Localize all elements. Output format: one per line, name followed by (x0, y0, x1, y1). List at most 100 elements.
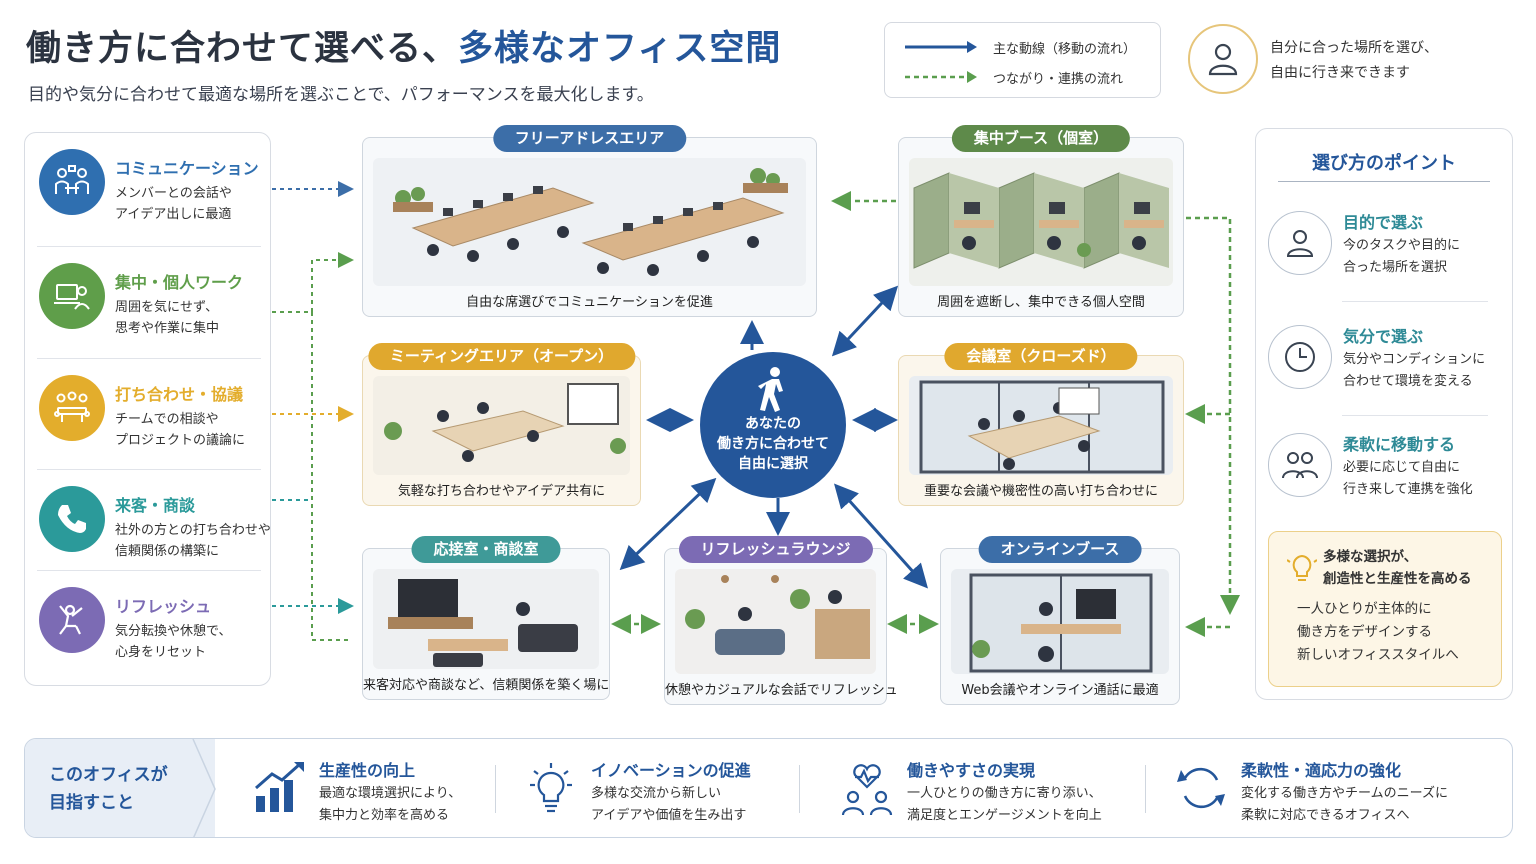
zone-meeting-open[interactable]: ミーティングエリア（オープン） 気軽な打ち合わせやアイデア共有に (362, 343, 641, 506)
divider (37, 358, 261, 359)
divider (37, 570, 261, 571)
activity-name: コミュニケーション (115, 159, 259, 178)
point-name: 気分で選ぶ (1343, 327, 1424, 346)
free-movement-line1: 自分に合った場所を選び、 (1270, 40, 1438, 56)
activity-desc2: プロジェクトの議論に (115, 433, 246, 448)
legend-main-flow: 主な動線（移動の流れ） (903, 36, 1136, 58)
zone-caption: 重要な会議や機密性の高い打ち合わせに (923, 484, 1158, 499)
title-plain: 働き方に合わせて選べる、 (26, 29, 459, 69)
zone-title: ミーティングエリア（オープン） (367, 343, 636, 370)
legend-connection-flow: つながり・連携の流れ (903, 66, 1123, 88)
activity-client-meeting[interactable]: 来客・商談 社外の方との打ち合わせや信頼関係の構築に (37, 474, 271, 582)
goal-flexibility: 柔軟性・適応力の強化 変化する働き方やチームのニーズに柔軟に対応できるオフィスへ (1171, 739, 1501, 837)
page-title: 働き方に合わせて選べる、多様なオフィス空間 (26, 20, 781, 71)
activity-desc1: 気分転換や休憩で、 (115, 624, 232, 639)
point-desc2: 行き来して連携を強化 (1343, 482, 1473, 497)
phone-icon (39, 486, 105, 552)
activity-communication[interactable]: コミュニケーション メンバーとの会話やアイデア出しに最適 (37, 137, 261, 245)
divider (37, 246, 261, 247)
zone-caption: 休憩やカジュアルな会話でリフレッシュ (665, 683, 898, 698)
refresh-icon (1171, 757, 1231, 819)
zone-reception[interactable]: 応接室・商談室 来客対応や商談など、信頼関係を築く場に (362, 536, 610, 700)
point-desc1: 今のタスクや目的に (1343, 238, 1461, 253)
note-head2: 創造性と生産性を高める (1323, 571, 1472, 587)
page-subtitle: 目的や気分に合わせて最適な場所を選ぶことで、パフォーマンスを最大化します。 (28, 85, 654, 105)
goal-desc2: 満足度とエンゲージメントを向上 (907, 808, 1102, 823)
walking-person-icon (758, 367, 783, 412)
divider (1278, 181, 1490, 182)
free-movement-line2: 自由に行き来できます (1270, 65, 1410, 81)
goal-name: 働きやすさの実現 (907, 761, 1036, 780)
solid-arrow-icon (905, 41, 977, 53)
points-title: 選び方のポイント (1312, 153, 1456, 174)
person-icon (1188, 24, 1258, 94)
zone-meeting-closed[interactable]: 会議室（クローズド） 重要な会議や機密性の高い打ち合わせに (898, 343, 1184, 506)
goal-desc2: アイデアや価値を生み出す (591, 808, 747, 823)
title-accent: 多様なオフィス空間 (458, 29, 782, 69)
activity-meeting[interactable]: 打ち合わせ・協議 チームでの相談やプロジェクトの議論に (37, 363, 261, 471)
clock-icon (1268, 325, 1332, 389)
divider (495, 765, 496, 813)
goal-desc1: 一人ひとりの働き方に寄り添い、 (907, 786, 1102, 801)
hub-line2: 働き方に合わせて (717, 436, 829, 452)
group-icon (1268, 433, 1332, 497)
divider (37, 469, 261, 470)
activity-focus-work[interactable]: 集中・個人ワーク 周囲を気にせず、思考や作業に集中 (37, 251, 261, 359)
goal-desc2: 集中力と効率を高める (319, 808, 450, 823)
activity-desc2: 信頼関係の構築に (115, 544, 220, 559)
meeting-closed-illustration (909, 376, 1173, 475)
goals-lead: このオフィスが目指すこと (25, 739, 216, 837)
point-desc1: 必要に応じて自由に (1343, 460, 1461, 475)
activity-desc1: 周囲を気にせず、 (115, 300, 219, 315)
zone-title: 会議室（クローズド） (944, 343, 1138, 370)
activity-refresh[interactable]: リフレッシュ 気分転換や休憩で、心身をリセット (37, 575, 261, 683)
note-body1: 一人ひとりが主体的に (1297, 601, 1432, 617)
meeting-open-illustration (373, 376, 630, 475)
activity-desc2: アイデア出しに最適 (115, 207, 232, 222)
zone-title: 集中ブース（個室） (951, 125, 1131, 152)
connector-focus-down (311, 312, 350, 641)
goal-name: 柔軟性・適応力の強化 (1241, 761, 1402, 780)
free-movement-note: 自分に合った場所を選び、自由に行き来できます (1188, 22, 1508, 98)
goal-productivity: 生産性の向上 最適な環境選択により、集中力と効率を高める (249, 739, 509, 837)
zone-focus-booth[interactable]: 集中ブース（個室） 周囲を遮断し、集中できる個人空間 (898, 125, 1184, 317)
legend-connection-flow-label: つながり・連携の流れ (993, 71, 1124, 87)
zone-title: フリーアドレスエリア (492, 125, 687, 152)
point-name: 柔軟に移動する (1343, 435, 1456, 454)
goals-lead-line1: このオフィスが (49, 765, 168, 785)
diverse-choice-note: 多様な選択が、創造性と生産性を高める 一人ひとりが主体的に働き方をデザインする新… (1268, 531, 1502, 687)
note-body3: 新しいオフィススタイルへ (1297, 647, 1459, 663)
zone-caption: 自由な席選びでコミュニケーションを促進 (466, 295, 713, 310)
heart-people-icon (837, 757, 897, 819)
lightbulb-icon (1287, 554, 1317, 581)
zone-title: 応接室・商談室 (411, 536, 561, 563)
activity-desc1: 社外の方との打ち合わせや (115, 523, 271, 538)
connector-focus (272, 252, 354, 313)
goal-innovation: イノベーションの促進 多様な交流から新しいアイデアや価値を生み出す (521, 739, 801, 837)
meeting-table-icon (39, 375, 105, 441)
office-goals-bar: このオフィスが目指すこと 生産性の向上 最適な環境選択により、集中力と効率を高め… (24, 738, 1513, 838)
zone-caption: Web会議やオンライン通話に最適 (961, 683, 1159, 698)
reception-illustration (373, 569, 599, 669)
legend-main-flow-label: 主な動線（移動の流れ） (993, 41, 1137, 57)
focus-booth-illustration (909, 158, 1173, 286)
zone-caption: 周囲を遮断し、集中できる個人空間 (937, 295, 1145, 310)
goal-desc1: 変化する働き方やチームのニーズに (1241, 786, 1448, 801)
growth-chart-icon (249, 757, 309, 819)
goal-name: 生産性の向上 (319, 761, 416, 780)
note-body2: 働き方をデザインする (1297, 624, 1432, 640)
lightbulb-icon (521, 757, 581, 819)
activity-desc1: チームでの相談や (115, 412, 219, 427)
divider (1342, 415, 1488, 416)
free-address-illustration (373, 158, 806, 286)
zone-refresh-lounge[interactable]: リフレッシュラウンジ 休憩やカジュアルな会話でリフレッシュ (664, 536, 898, 705)
goal-desc2: 柔軟に対応できるオフィスへ (1241, 808, 1410, 823)
note-head1: 多様な選択が、 (1323, 549, 1418, 565)
goal-desc1: 最適な環境選択により、 (319, 786, 462, 801)
stretch-person-icon (39, 587, 105, 653)
divider (1342, 301, 1488, 302)
zone-online-booth[interactable]: オンラインブース Web会議やオンライン通話に最適 (940, 536, 1180, 705)
zone-free-address[interactable]: フリーアドレスエリア 自由な席選びでコミュニケーションを促進 (362, 125, 817, 317)
hub-choose-freely: あなたの働き方に合わせて自由に選択 (700, 352, 846, 498)
